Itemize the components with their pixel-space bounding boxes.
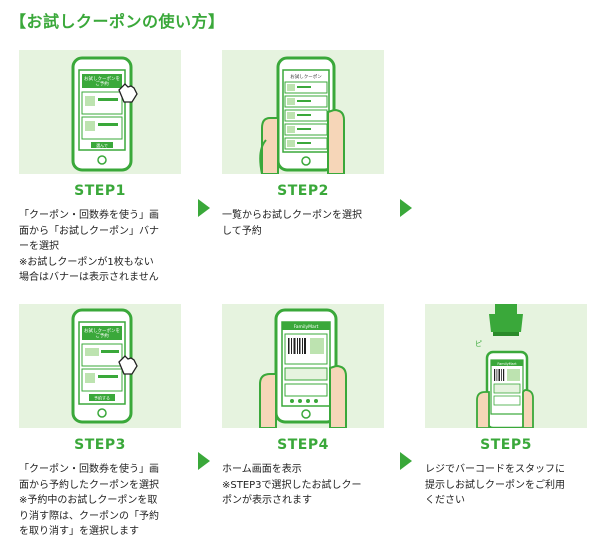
step2-description: 一覧からお試しクーポンを選択 して予約: [222, 208, 402, 239]
step1-line: ーを選択: [19, 241, 59, 252]
arrow-right-icon: [198, 452, 210, 470]
page-title: 【お試しクーポンの使い方】: [10, 12, 225, 31]
step2-line: して予約: [222, 225, 262, 237]
svg-text:ピ: ピ: [475, 340, 482, 348]
step4-line: ※STEP3で選択したお試しクー: [222, 479, 362, 491]
step2-line: 一覧からお試しクーポンを選択: [222, 210, 362, 221]
step5-line: 提示しお試しクーポンをご利用: [425, 479, 565, 491]
step2-label: STEP2: [277, 183, 329, 199]
step4-description: ホーム画面を表示 ※STEP3で選択したお試しクー ポンが表示されます: [222, 462, 402, 509]
step3-line: ※予約中のお試しクーポンを取: [19, 495, 158, 506]
step4-label: STEP4: [277, 437, 329, 453]
svg-text:お試しクーポンを: お試しクーポンを: [84, 75, 120, 82]
step1-line: 場合はバナーは表示されません: [19, 272, 159, 283]
step5-line: ください: [425, 495, 465, 506]
step1-description: 「クーポン・回数券を使う」画 面から「お試しクーポン」バナ ーを選択 ※お試しク…: [19, 208, 199, 286]
svg-text:FamilyMart: FamilyMart: [497, 362, 517, 366]
svg-text:FamilyMart: FamilyMart: [294, 324, 319, 330]
step1-line: 「クーポン・回数券を使う」画: [19, 210, 159, 221]
step5-label: STEP5: [480, 437, 532, 453]
step4-line: ポンが表示されます: [222, 495, 312, 506]
step1-line: 面から「お試しクーポン」バナ: [19, 225, 159, 237]
step5-line: レジでバーコードをスタッフに: [425, 464, 565, 475]
step3-line: り消す際は、クーポンの「予約: [19, 510, 159, 522]
svg-text:ご予約: ご予約: [95, 80, 109, 87]
svg-text:予約する: 予約する: [94, 395, 110, 401]
svg-text:お試しクーポン: お試しクーポン: [290, 73, 322, 80]
step3-description: 「クーポン・回数券を使う」画 面から予約したクーポンを選択 ※予約中のお試しクー…: [19, 462, 199, 540]
step5-illustration: ピ FamilyMart: [425, 304, 587, 428]
step1-illustration: お試しクーポンを ご予約 選んで: [19, 50, 181, 174]
arrow-right-icon: [400, 452, 412, 470]
step3-illustration: お試しクーポンを ご予約 予約する: [19, 304, 181, 428]
step5-description: レジでバーコードをスタッフに 提示しお試しクーポンをご利用 ください: [425, 462, 600, 509]
step3-label: STEP3: [74, 437, 126, 453]
svg-text:お試しクーポンを: お試しクーポンを: [84, 327, 120, 334]
step2-illustration: お試しクーポン: [222, 50, 384, 174]
arrow-right-icon: [400, 199, 412, 217]
svg-text:ご予約: ご予約: [95, 332, 109, 339]
step3-line: 面から予約したクーポンを選択: [19, 479, 159, 491]
step4-line: ホーム画面を表示: [222, 464, 302, 475]
step3-line: を取り消す」を選択します: [19, 526, 139, 537]
step4-illustration: FamilyMart: [222, 304, 384, 428]
svg-text:選んで: 選んで: [96, 142, 108, 148]
arrow-right-icon: [198, 199, 210, 217]
step1-line: ※お試しクーポンが1枚もない: [19, 256, 154, 268]
step3-line: 「クーポン・回数券を使う」画: [19, 464, 159, 475]
step1-label: STEP1: [74, 183, 126, 199]
